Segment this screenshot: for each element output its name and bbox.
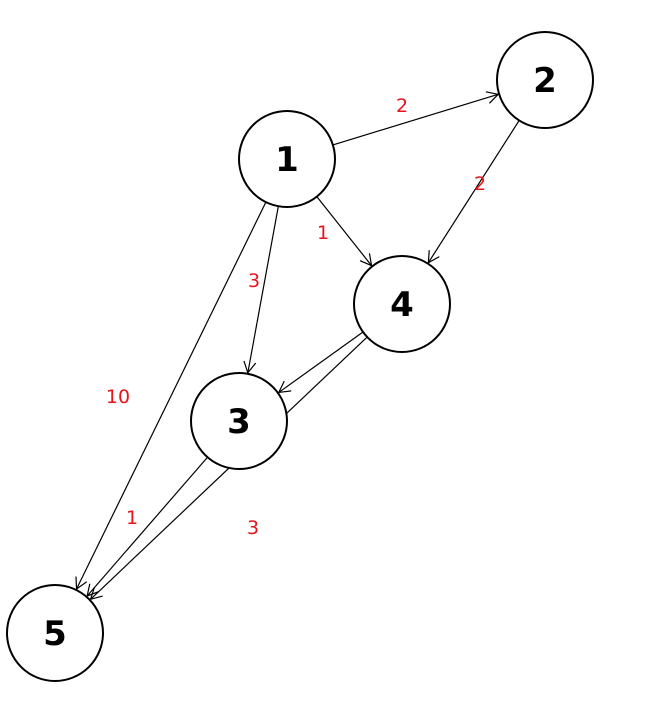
node-5: 5 xyxy=(6,584,104,682)
node-label: 4 xyxy=(390,285,414,325)
node-circle xyxy=(190,372,288,470)
edge-2-to-4 xyxy=(427,120,520,264)
edge-weights-layer: 2 2 1 3 10 1 3 xyxy=(106,95,486,539)
node-2: 2 xyxy=(496,31,594,129)
node-4: 4 xyxy=(353,255,451,353)
edge-1-to-5 xyxy=(75,201,267,591)
node-3: 3 xyxy=(190,372,288,470)
edge-weight-3-to-5: 1 xyxy=(126,507,138,529)
edge-1-to-3 xyxy=(243,206,279,375)
edges-layer xyxy=(75,91,520,601)
node-circle xyxy=(496,31,594,129)
node-circle xyxy=(353,255,451,353)
node-circle xyxy=(6,584,104,682)
edge-weight-2-to-4: 2 xyxy=(474,173,486,195)
node-1: 1 xyxy=(238,110,336,208)
edge-1-to-4 xyxy=(316,196,373,267)
edge-3-to-5 xyxy=(86,456,208,597)
node-circle xyxy=(238,110,336,208)
nodes-layer: 1 2 3 4 5 xyxy=(6,31,594,682)
node-label: 1 xyxy=(275,140,299,180)
edge-weight-4-to-5: 3 xyxy=(247,517,259,539)
node-label: 2 xyxy=(533,61,557,101)
edge-1-to-2 xyxy=(332,91,500,146)
edge-4-to-3 xyxy=(277,331,364,394)
node-label: 3 xyxy=(227,402,251,442)
edge-weight-1-to-3: 3 xyxy=(248,270,260,292)
edge-weight-1-to-2: 2 xyxy=(396,95,408,117)
node-label: 5 xyxy=(43,614,67,654)
edge-weight-1-to-5: 10 xyxy=(106,386,130,408)
edge-weight-1-to-4: 1 xyxy=(317,222,329,244)
